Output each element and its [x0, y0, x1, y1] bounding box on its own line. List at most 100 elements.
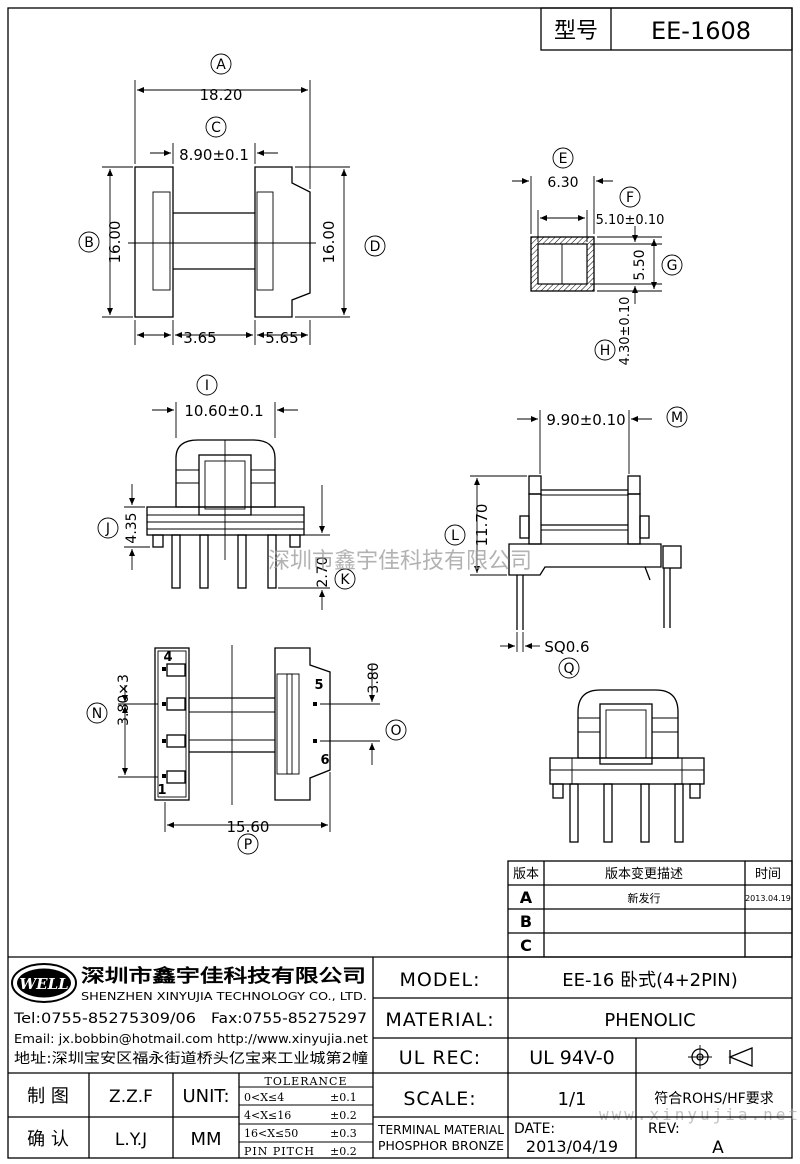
- tol-range-3: 16<X≤50: [244, 1127, 298, 1140]
- rev-row-a-version: A: [520, 888, 533, 907]
- dim-q-letter: Q: [563, 661, 574, 677]
- dim-i-value: 10.60±0.1: [184, 402, 263, 420]
- ulrec-label: UL REC:: [399, 1047, 481, 1069]
- dim-p-letter: P: [244, 837, 252, 853]
- company-tel: Tel:0755-85275309/06: [13, 1011, 196, 1027]
- company-name-en: SHENZHEN XINYUJIA TECHNOLOGY CO., LTD.: [81, 990, 367, 1003]
- unit-label: UNIT:: [182, 1086, 229, 1107]
- terminal-material-label: TERMINAL MATERIAL: [377, 1123, 504, 1137]
- dim-h-letter: H: [600, 343, 611, 359]
- dim-k-letter: K: [340, 572, 350, 588]
- tol-value-3: ±0.3: [330, 1127, 357, 1140]
- dim-e-value: 6.30: [547, 175, 578, 191]
- dim-n-value: 3.80×3: [116, 674, 132, 726]
- rev-header-desc: 版本变更描述: [605, 866, 683, 882]
- company-fax: Fax:0755-85275297: [211, 1011, 367, 1027]
- date-label: DATE:: [514, 1121, 555, 1137]
- dim-h-value: 4.30±0.10: [618, 297, 633, 366]
- rev-value: A: [712, 1138, 724, 1158]
- ulrec-value: UL 94V-0: [529, 1047, 615, 1069]
- terminal-material-value: PHOSPHOR BRONZE: [378, 1139, 504, 1153]
- unit-value: MM: [190, 1129, 221, 1150]
- side-view: 9.90±0.10 M 11.70 L SQ0.6 Q: [444, 406, 688, 679]
- check-label: 确 认: [27, 1129, 69, 1150]
- dim-g-letter: G: [667, 258, 678, 274]
- dim-left-base: 3.65: [183, 329, 216, 347]
- rev-header-date: 时间: [755, 867, 781, 882]
- pin-label-5: 5: [314, 678, 323, 693]
- dim-e-letter: E: [559, 151, 568, 167]
- dim-o-letter: O: [390, 723, 401, 739]
- rev-label: REV:: [648, 1121, 680, 1137]
- dim-p-value: 15.60: [227, 818, 270, 836]
- logo-text: WELL: [19, 975, 68, 993]
- draw-label: 制 图: [27, 1086, 69, 1107]
- dim-a-value: 18.20: [200, 86, 243, 104]
- rev-row-c-version: C: [520, 936, 532, 955]
- projection-symbol-icon: [688, 1045, 753, 1069]
- dim-right-base: 5.65: [265, 329, 298, 347]
- dim-i-letter: I: [205, 378, 209, 394]
- company-address: 地址:深圳宝安区福永街道桥头亿宝来工业城第2幢: [14, 1050, 368, 1067]
- dim-g-value: 5.50: [632, 249, 648, 280]
- dim-k-value: 2.70: [315, 556, 331, 587]
- dim-f-value: 5.10±0.10: [596, 213, 665, 228]
- rev-row-a-desc: 新发行: [628, 891, 661, 905]
- pin-label-4: 4: [163, 650, 172, 665]
- dim-b-letter: B: [84, 235, 94, 251]
- end-view: [549, 689, 705, 843]
- type-label: 型号: [554, 19, 598, 44]
- watermark-url: www.xinyujia.net: [599, 1105, 800, 1124]
- type-value: EE-1608: [651, 17, 751, 45]
- front-view: I 10.60±0.1 4.35 J 2.70 K: [97, 374, 356, 610]
- material-value: PHENOLIC: [604, 1010, 695, 1031]
- dim-l-letter: L: [451, 528, 459, 544]
- scale-label: SCALE:: [403, 1088, 476, 1110]
- rev-row-b-version: B: [520, 912, 532, 931]
- company-email: Email: jx.bobbin@hotmail.com http://www.…: [14, 1032, 368, 1046]
- tolerance-table: TOLERANCE 0<X≤4 ±0.1 4<X≤16 ±0.2 16<X≤50…: [239, 1075, 373, 1158]
- pin-label-6: 6: [320, 753, 329, 768]
- dim-d-letter: D: [370, 239, 381, 255]
- tol-range-2: 4<X≤16: [244, 1109, 291, 1122]
- date-value: 2013/04/19: [526, 1137, 618, 1156]
- check-value: L.Y.J: [115, 1130, 147, 1150]
- tol-range-1: 0<X≤4: [244, 1091, 284, 1104]
- tol-range-4: PIN PITCH: [244, 1145, 315, 1158]
- rohs-note: 符合ROHS/HF要求: [654, 1091, 773, 1107]
- material-label: MATERIAL:: [385, 1009, 494, 1031]
- dim-j-value: 4.35: [124, 512, 140, 543]
- rev-header-version: 版本: [513, 867, 539, 882]
- model-value: EE-16 卧式(4+2PIN): [562, 970, 738, 991]
- scale-value: 1/1: [558, 1089, 587, 1110]
- dim-c-letter: C: [211, 120, 221, 136]
- dim-n-letter: N: [92, 706, 102, 722]
- watermark: 深圳市鑫宇佳科技有限公司: [268, 549, 532, 574]
- dim-m-value: 9.90±0.10: [546, 411, 625, 429]
- company-name-cn: 深圳市鑫宇佳科技有限公司: [81, 965, 366, 987]
- tolerance-title: TOLERANCE: [265, 1075, 348, 1088]
- dim-q-value: SQ0.6: [544, 638, 589, 656]
- bottom-view: 4 5 6 1 3.80×3 N 3.80 O 15.60 P: [86, 645, 407, 855]
- tol-value-1: ±0.1: [330, 1091, 357, 1104]
- pin-label-1: 1: [157, 783, 166, 798]
- draw-value: Z.Z.F: [109, 1087, 153, 1107]
- company-logo: WELL: [11, 963, 77, 1003]
- dim-d-value: 16.00: [320, 221, 338, 264]
- dim-f-letter: F: [626, 190, 634, 206]
- sheet-border: [7, 7, 793, 1159]
- dim-c-value: 8.90±0.1: [179, 146, 249, 164]
- revision-table: 版本 版本变更描述 时间 A 新发行 2013.04.19 B C: [507, 860, 793, 958]
- dim-j-letter: J: [105, 521, 110, 537]
- type-header: 型号 EE-1608: [540, 7, 793, 51]
- rev-row-a-date: 2013.04.19: [745, 894, 791, 903]
- tol-value-4: ±0.2: [330, 1145, 357, 1158]
- tol-value-2: ±0.2: [330, 1109, 357, 1122]
- dim-a-letter: A: [216, 57, 226, 73]
- dim-l-value: 11.70: [473, 504, 491, 547]
- model-label: MODEL:: [400, 969, 481, 991]
- dim-m-letter: M: [671, 410, 683, 426]
- dim-o-value: 3.80: [366, 662, 382, 693]
- dim-b-value: 16.00: [106, 221, 124, 264]
